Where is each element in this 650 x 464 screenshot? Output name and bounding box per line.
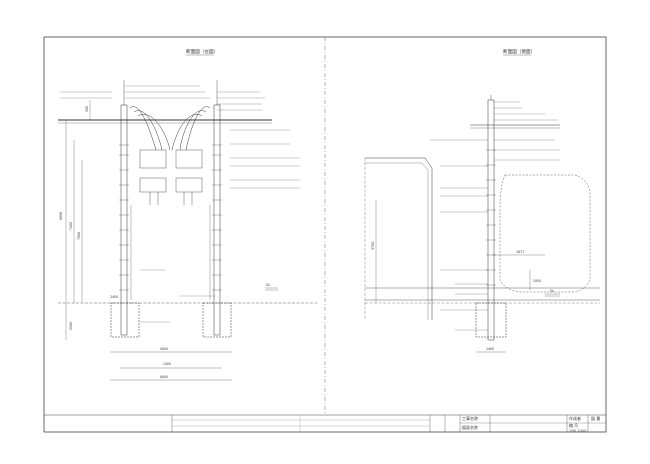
left-dim-bottom-span: 4000 [160,347,168,351]
left-gl-label: GL [266,283,270,287]
right-dim-bottom: 1400 [486,347,494,351]
right-dim-height: 3700 [371,242,375,250]
left-section-title: 断面図（左図） [186,48,218,55]
title-block-scale-label: 縮 尺 [569,422,578,428]
left-dim-bottom-inner: 1400 [163,362,171,366]
title-block-drawing-name-label: 図面名称 [462,424,478,430]
right-dim-span: 1871 [516,250,524,254]
left-dim-height-total: 8000 [59,212,63,220]
title-block-scale-value: 1/50 1/100 [569,429,586,433]
left-dim-depth: 2500 [69,322,73,330]
left-dim-bottom-total: 8400 [160,375,168,379]
left-dim-height-b: 7000 [77,232,81,240]
title-block [44,414,606,432]
right-section-drawing [364,95,600,353]
title-block-dept-label: 作成者 [569,415,581,421]
right-section-title: 断面図（側面） [503,48,535,55]
title-block-sheet-label: 図 番 [591,415,600,421]
left-dim-upper: 500 [85,106,89,112]
left-section-drawing [58,80,318,381]
right-dim-mid: 1000 [533,279,541,283]
title-block-work-name-label: 工事名称 [462,415,478,421]
left-dim-ground: 2400 [110,295,118,299]
right-gl-label: GL [550,289,554,293]
left-dim-height-a: 7400 [69,222,73,230]
